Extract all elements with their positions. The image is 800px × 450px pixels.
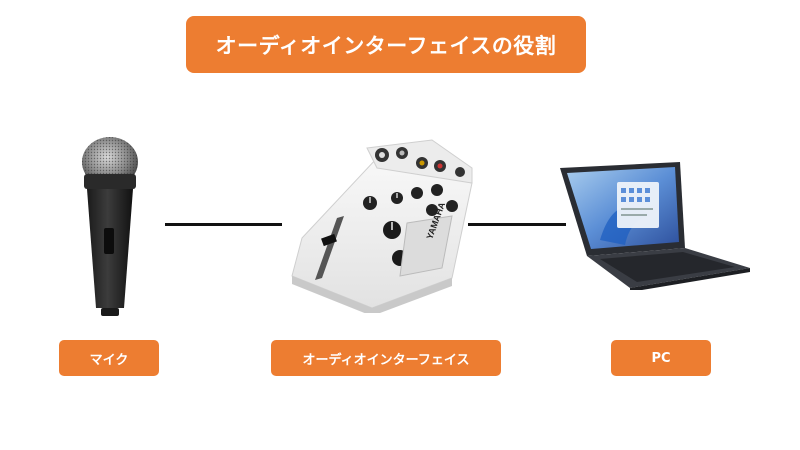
audio-mixer-icon: YAMAHA	[282, 128, 477, 316]
diagram-title: オーディオインターフェイスの役割	[186, 16, 586, 73]
connector-mic-to-interface	[165, 223, 282, 226]
node-label-microphone: マイク	[59, 340, 159, 376]
node-label-audio-interface: オーディオインターフェイス	[271, 340, 501, 376]
laptop-icon	[555, 160, 755, 292]
microphone-icon	[60, 130, 160, 320]
node-label-pc: PC	[611, 340, 711, 376]
connector-interface-to-pc	[468, 223, 566, 226]
